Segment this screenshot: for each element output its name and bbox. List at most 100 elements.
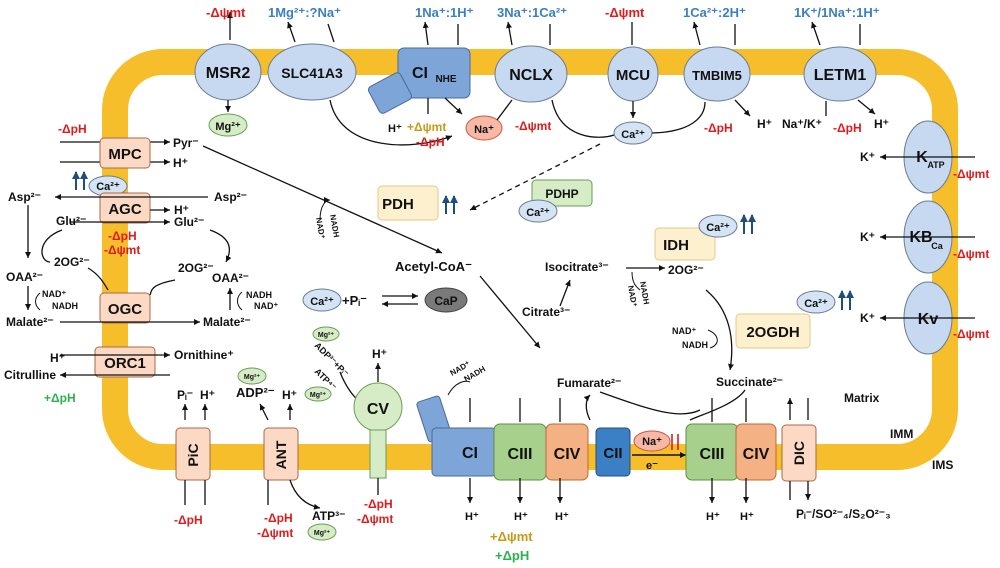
nclx-dph: -ΔpH xyxy=(416,135,445,149)
pdh-label: PDH xyxy=(382,196,414,213)
nclx-h-label: H⁺ xyxy=(388,123,402,135)
ogdh-enzyme[interactable] xyxy=(735,313,811,349)
civ-complex-b[interactable] xyxy=(735,423,777,481)
mpc-transporter[interactable] xyxy=(99,137,151,169)
mg-bubble-ant xyxy=(237,367,267,385)
mg-bubble-cv2 xyxy=(304,386,332,402)
nad-left: NAD⁺ xyxy=(42,289,66,299)
pdh-enzyme[interactable] xyxy=(377,185,439,221)
ci-nhe-label: CI xyxy=(412,65,428,82)
civ-label-b: CIV xyxy=(743,446,770,463)
ca-label-idh: Ca²⁺ xyxy=(706,222,730,234)
og-tca-label: 2OG²⁻ xyxy=(668,263,704,277)
kv-k: K⁺ xyxy=(860,311,875,325)
mpc-dph: -ΔpH xyxy=(58,122,87,136)
ca-label-agc: Ca²⁺ xyxy=(96,181,120,193)
na-label: Na⁺ xyxy=(474,124,494,136)
agc-h: H⁺ xyxy=(174,203,189,217)
agc-dph: -ΔpH xyxy=(108,229,137,243)
tmbim5-stoich: 1Ca²⁺:2H⁺ xyxy=(683,5,746,20)
ca-bubble-ogdh xyxy=(796,290,836,314)
kbca-k: K⁺ xyxy=(860,230,875,244)
ogc-label: OGC xyxy=(108,301,142,318)
oaa-left: OAA²⁻ xyxy=(6,270,43,284)
cap-label: CaP xyxy=(434,294,457,308)
ca-label-pdhp: Ca²⁺ xyxy=(526,207,550,219)
ant-transporter[interactable] xyxy=(263,427,299,481)
pyr-label: Pyr⁻ xyxy=(173,136,199,150)
kbca-sub: Ca xyxy=(931,241,943,251)
letm-nak: Na⁺/K⁺ xyxy=(782,117,822,131)
citrulline-label: Citrulline xyxy=(4,368,56,382)
ca-bubble-idh xyxy=(698,214,738,238)
succinate-label: Succinate²⁻ xyxy=(716,375,783,389)
civ-complex-a[interactable] xyxy=(545,423,589,481)
agc-transporter[interactable] xyxy=(99,192,151,224)
slc41a3-transporter[interactable] xyxy=(267,43,357,101)
oaa-right: OAA²⁻ xyxy=(212,271,249,285)
cv-dpsi: -Δψmt xyxy=(357,512,393,526)
letm-dph: -ΔpH xyxy=(833,121,862,135)
pdhp-enzyme[interactable] xyxy=(531,179,593,207)
ims-label: IMS xyxy=(932,458,953,472)
tmbim-dph: -ΔpH xyxy=(704,121,733,135)
katp-sub: ATP xyxy=(927,160,944,170)
civ-label-a: CIV xyxy=(554,446,581,463)
letm1-stoich: 1K⁺/1Na⁺:1H⁺ xyxy=(794,5,880,20)
ca-bubble-pdhp xyxy=(518,199,558,223)
og-right: 2OG²⁻ xyxy=(178,261,214,275)
ciii-label-a: CIII xyxy=(508,446,533,463)
pdhp-label: PDHP xyxy=(545,187,578,201)
slc41a3-stoich: 1Mg²⁺:?Na⁺ xyxy=(268,5,341,20)
na-bubble xyxy=(465,115,503,141)
kv-label: Kv xyxy=(918,311,939,328)
citrate-label: Citrate³⁻ xyxy=(522,305,570,319)
orc1-label: ORC1 xyxy=(104,355,146,372)
na-label-cii: Na⁺ xyxy=(642,436,662,448)
slc41a3-label: SLC41A3 xyxy=(281,65,343,81)
ciii-h-b: H⁺ xyxy=(706,511,720,523)
pic-transporter[interactable] xyxy=(175,427,211,481)
mg-label-ant-atp: Mg²⁺ xyxy=(314,530,330,537)
agc-label: AGC xyxy=(108,201,142,218)
idh-enzyme[interactable] xyxy=(654,227,716,261)
mg-bubble-cv1 xyxy=(312,326,340,342)
nad-pdh: NAD⁺ xyxy=(314,217,327,240)
cv-fo xyxy=(369,429,387,479)
civ-h-b: H⁺ xyxy=(740,511,754,523)
nad-idh: NAD⁺ xyxy=(626,285,639,308)
ogc-transporter[interactable] xyxy=(99,292,151,324)
nclx-stoich: 3Na⁺:1Ca²⁺ xyxy=(497,5,567,20)
kv-dpsi: -Δψmt xyxy=(953,327,989,341)
nclx-minus-dpsi: -Δψmt xyxy=(515,119,551,133)
mcu-label: MCU xyxy=(616,67,650,84)
imm-label: IMM xyxy=(890,427,913,441)
nclx-transporter[interactable] xyxy=(494,45,568,103)
matrix-label: Matrix xyxy=(844,391,880,405)
nad-ogdh: NAD⁺ xyxy=(672,326,696,336)
dic-label: DIC xyxy=(791,441,807,465)
letm1-label: LETM1 xyxy=(814,67,867,84)
tmbim5-transporter[interactable] xyxy=(683,46,751,102)
katp-k: K⁺ xyxy=(860,150,875,164)
letm1-transporter[interactable] xyxy=(803,46,877,102)
chain-dph: +ΔpH xyxy=(495,548,529,563)
katp-dpsi: -Δψmt xyxy=(953,167,989,181)
chain-dpsi: +Δψmt xyxy=(490,529,533,544)
pic-h: H⁺ xyxy=(200,388,215,402)
mpc-h-label: H⁺ xyxy=(173,156,188,170)
ciii-h-a: H⁺ xyxy=(514,511,528,523)
nadh-ogdh: NADH xyxy=(682,340,708,350)
mg-label-msr2: Mg²⁺ xyxy=(215,121,241,133)
tmbim5-label: TMBIM5 xyxy=(692,68,742,83)
cii-complex[interactable] xyxy=(595,427,631,477)
ciii-label-b: CIII xyxy=(700,446,725,463)
dic-transporter[interactable] xyxy=(781,424,817,482)
ant-dph: -ΔpH xyxy=(264,511,293,525)
pic-pi: Pᵢ⁻ xyxy=(177,388,193,402)
msr2-label: MSR2 xyxy=(206,65,251,82)
nadh-right: NADH xyxy=(246,290,272,300)
mpc-label: MPC xyxy=(108,146,142,163)
mg-label-cv2: Mg²⁺ xyxy=(310,392,326,399)
